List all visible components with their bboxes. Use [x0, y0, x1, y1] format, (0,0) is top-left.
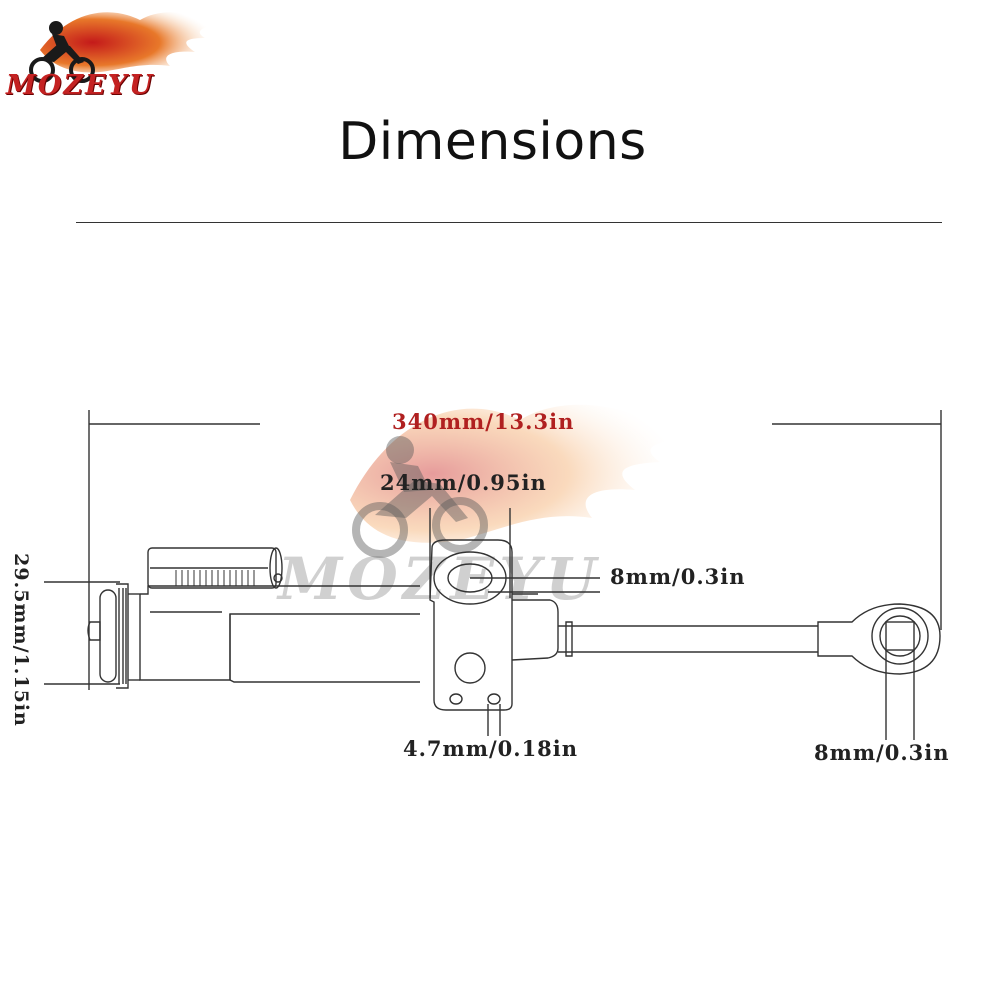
motorbike-icon	[29, 21, 95, 83]
damper-reservoir	[147, 547, 283, 589]
clamp-width-label: 24mm/0.95in	[380, 470, 547, 495]
brand-logo-graphic	[29, 12, 215, 83]
title-divider	[76, 222, 942, 223]
rod-end-hole-label: 8mm/0.3in	[814, 740, 950, 765]
dimension-leader-lines	[44, 508, 915, 740]
watermark-motorbike-icon	[352, 436, 488, 558]
watermark-text: MOZEYU	[278, 545, 602, 613]
page-title: Dimensions	[338, 112, 647, 172]
watermark-flame	[350, 404, 680, 543]
overall-length-dimension-lines	[88, 410, 942, 690]
left-end-cap	[87, 583, 140, 689]
mount-hole-label: 4.7mm/0.18in	[403, 736, 579, 761]
piston-rod	[558, 621, 818, 657]
damper-clamp	[429, 539, 559, 711]
brand-logo-text: MOZEYU	[6, 70, 155, 101]
watermark-graphic	[350, 404, 680, 558]
body-diameter-label: 29.5mm/1.15in	[10, 553, 32, 727]
damper-body	[139, 585, 420, 683]
clamp-hole-label: 8mm/0.3in	[610, 564, 746, 589]
rod-end	[817, 603, 941, 675]
overall-length-label: 340mm/13.3in	[392, 409, 575, 434]
